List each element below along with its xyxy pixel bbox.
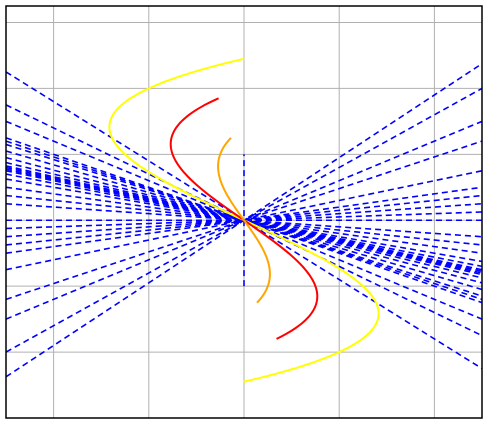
dashed-line (5, 150, 483, 291)
series-layer (5, 57, 483, 383)
curve-series (217, 137, 271, 304)
plot-frame (5, 5, 483, 419)
dashed-line (5, 120, 483, 320)
dashed-line (5, 143, 483, 297)
dashed-line (5, 156, 483, 284)
dashed-line (5, 120, 483, 320)
